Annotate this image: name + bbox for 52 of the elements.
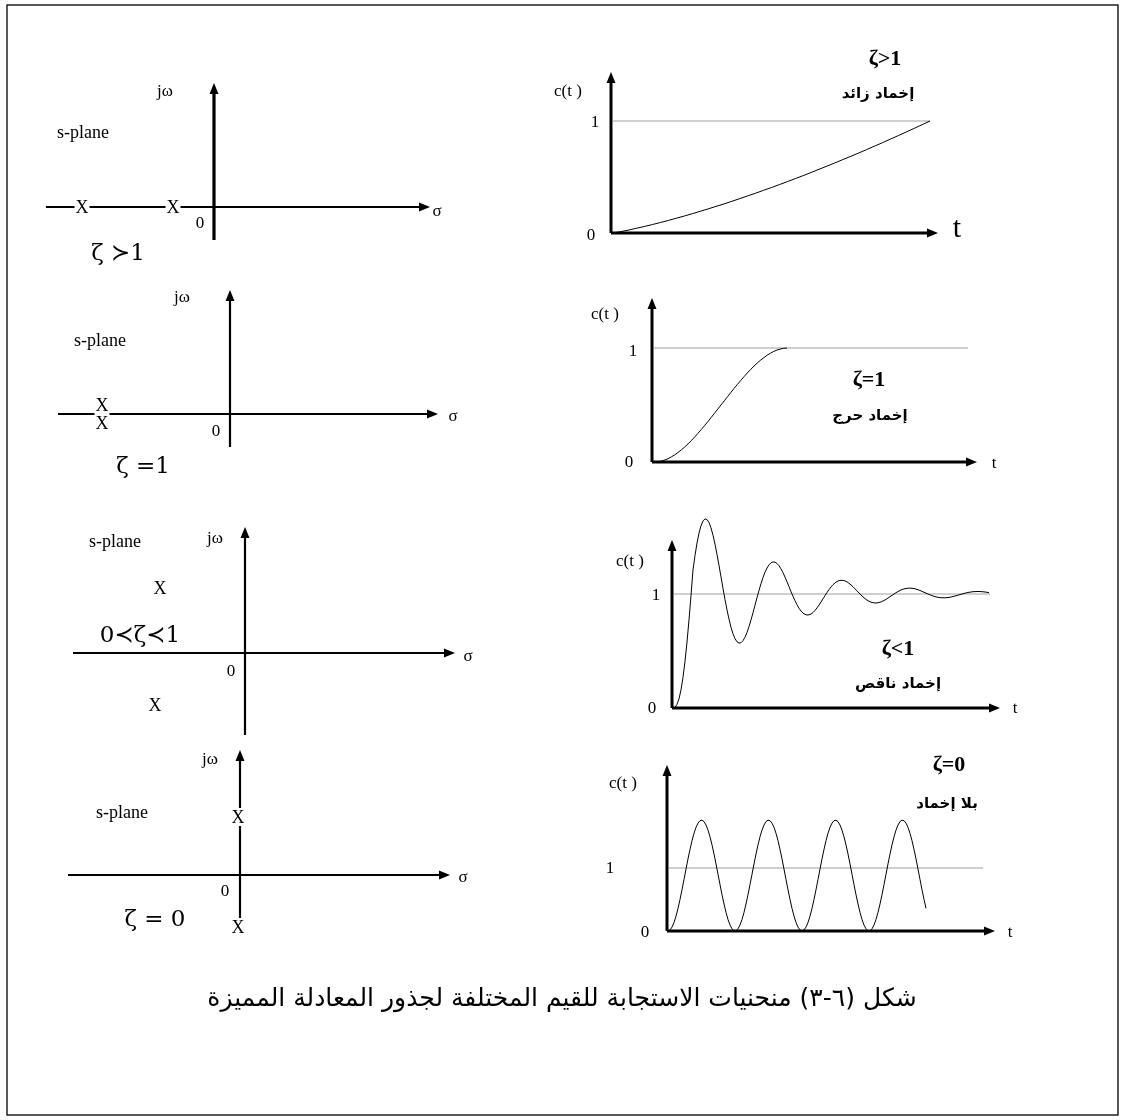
pole-marker: X xyxy=(230,918,246,936)
axis-label: t xyxy=(991,453,997,471)
damping-condition: ζ = 0 xyxy=(124,906,186,930)
pole-marker: X xyxy=(147,696,163,714)
axis-label: jω xyxy=(202,749,218,767)
pole-marker: X xyxy=(152,579,168,597)
tick-label: 0 xyxy=(586,225,596,243)
pole-marker: X xyxy=(94,414,110,432)
axis-label: t xyxy=(1012,698,1018,716)
pole-marker: X xyxy=(94,396,110,414)
tick-label: 1 xyxy=(651,585,661,603)
axis-label: c(t ) xyxy=(616,551,644,569)
tick-label: 0 xyxy=(211,421,221,439)
damping-type-label: إخماد حرج xyxy=(832,407,908,423)
axis-label: jω xyxy=(174,287,190,305)
axis-label: jω xyxy=(157,81,173,99)
axis-label: c(t ) xyxy=(554,81,582,99)
axis-label: σ xyxy=(463,646,473,664)
axis-label: σ xyxy=(458,867,468,885)
pole-marker: X xyxy=(74,198,90,216)
damping-type-label: إخماد ناقص xyxy=(854,675,942,691)
pole-marker: X xyxy=(165,198,181,216)
axis-label: σ xyxy=(432,201,442,219)
tick-label: 0 xyxy=(195,213,205,231)
plane-label: s-plane xyxy=(89,532,141,550)
damping-type-label: إخماد زائد xyxy=(841,85,915,101)
damping-condition: ζ>1 xyxy=(868,47,902,69)
damping-condition: ζ ≻1 xyxy=(91,240,145,264)
pole-marker: X xyxy=(230,808,246,826)
damping-condition: ζ =1 xyxy=(116,453,170,477)
plane-label: s-plane xyxy=(74,331,126,349)
axis-label: c(t ) xyxy=(591,304,619,322)
tick-label: 0 xyxy=(647,698,657,716)
axis-label: c(t ) xyxy=(609,773,637,791)
axis-label: jω xyxy=(207,528,223,546)
tick-label: 0 xyxy=(220,881,230,899)
tick-label: 0 xyxy=(624,452,634,470)
tick-label: 0 xyxy=(226,661,236,679)
damping-condition: ζ=0 xyxy=(932,753,966,775)
tick-label: 1 xyxy=(628,341,638,359)
axis-label: t xyxy=(952,212,962,242)
plane-label: s-plane xyxy=(57,123,109,141)
damping-condition: 0≺ζ≺1 xyxy=(99,622,181,646)
tick-label: 1 xyxy=(590,112,600,130)
damping-condition: ζ=1 xyxy=(852,368,886,390)
damping-condition: ζ<1 xyxy=(881,637,915,659)
damping-type-label: بلا إخماد xyxy=(916,795,978,811)
plane-label: s-plane xyxy=(96,803,148,821)
tick-label: 0 xyxy=(640,922,650,940)
axis-label: σ xyxy=(448,406,458,424)
axis-label: t xyxy=(1007,922,1013,940)
tick-label: 1 xyxy=(605,858,615,876)
